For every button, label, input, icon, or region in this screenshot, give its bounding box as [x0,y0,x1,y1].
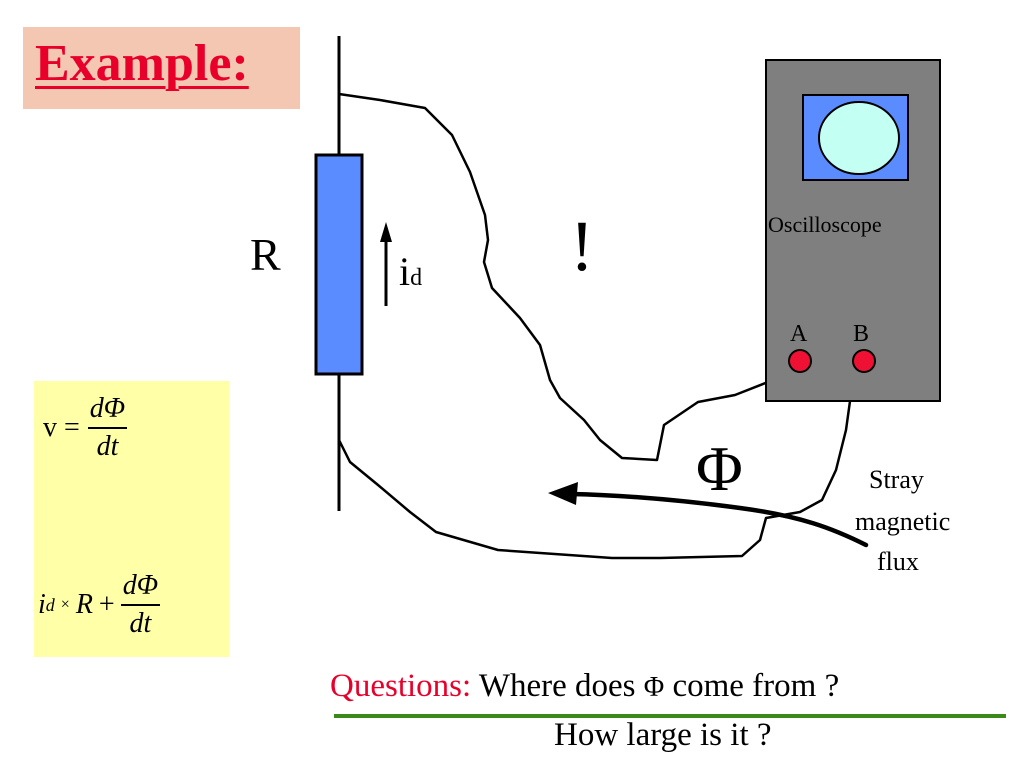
eq1-lhs: v = [43,412,80,443]
eq2-denominator: dt [129,608,152,639]
terminal-b[interactable] [852,349,876,373]
eq1-fraction: dΦ dt [87,393,128,463]
question-1a: Where does [478,668,636,704]
eq2-fraction: dΦ dt [120,570,161,640]
current-arrow-head [380,222,392,242]
oscilloscope-label: Oscilloscope [768,212,882,237]
eq1-denominator: dt [96,431,119,462]
question-1b: come from ? [672,668,840,704]
stray-flux-line-2: magnetic [855,507,950,536]
question-2: How large is it ? [554,717,772,753]
title-background [23,27,300,109]
resistor [314,153,364,376]
eq2-subscript: d [45,594,55,615]
eq1-numerator: dΦ [87,393,128,429]
questions-label: Questions: [330,668,472,704]
current-label: id [399,249,422,294]
resistor-label: R [250,229,281,280]
questions-line-1: Questions: Where does Φ come from ? [330,668,839,705]
flux-symbol: Φ [696,433,743,504]
questions-underline [334,714,1006,718]
slide-title: Example: [35,35,249,92]
oscilloscope-screen [818,101,900,175]
current-symbol: i [399,249,410,294]
formula-box [34,381,229,657]
terminal-a[interactable] [788,349,812,373]
stray-flux-label: Stray magnetic flux [855,465,957,576]
stray-flux-line-1: Stray [869,465,924,494]
current-subscript: d [410,265,422,291]
stray-flux-line-3: flux [877,547,919,576]
stray-flux-arrow-head [548,482,578,505]
lower-wire [337,359,866,560]
eq2-current: i [38,589,46,620]
stray-flux-arrow [567,491,869,548]
exclamation-mark: ! [570,206,594,286]
terminal-b-label: B [853,321,869,347]
terminal-a-label: A [790,321,808,347]
eq2-plus: + [98,589,115,620]
eq2-times: × [60,596,70,613]
upper-wire [338,92,801,462]
eq2-resistance: R [75,589,93,620]
question-1-phi: Φ [643,672,665,703]
equation-voltage: v = dΦ dt [43,393,128,463]
eq2-numerator: dΦ [120,570,161,606]
